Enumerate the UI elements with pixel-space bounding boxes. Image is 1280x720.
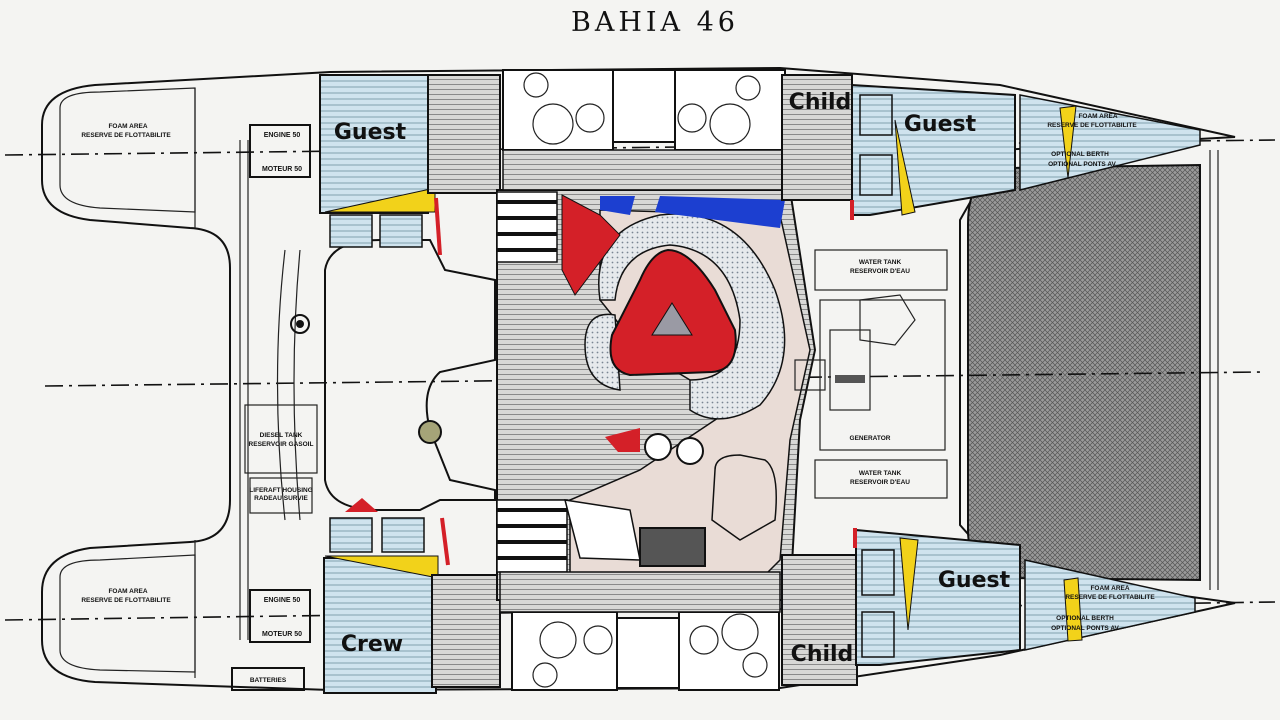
batteries-label: BATTERIES (250, 677, 287, 684)
child-cabin-port (781, 74, 853, 201)
engine-top-box (249, 124, 311, 178)
water-tank-bottom-box (814, 459, 948, 499)
foam-area-top-label-fr: RESERVE DE FLOTTABILITE (81, 132, 171, 139)
cabin-label-crew: Crew (341, 632, 403, 657)
generator-label: GENERATOR (850, 435, 891, 442)
table-insert (651, 302, 693, 336)
optional-berth-top-label: OPTIONAL BERTH (1051, 151, 1109, 158)
engine-top-label: ENGINE 50 (264, 132, 301, 139)
guest-cabin-port-aft (319, 74, 429, 214)
engine-bottom-label-fr: MOTEUR 50 (262, 631, 302, 638)
foam-area-top-label: FOAM AREA (108, 123, 147, 130)
foam-fwd-top-label: FOAM AREA (1078, 113, 1117, 120)
water-tank-bottom-label: WATER TANK (859, 470, 902, 477)
diesel-tank-box (244, 404, 318, 474)
water-tank-top-box (814, 249, 948, 291)
dinette-settee (598, 213, 786, 420)
water-tank-bottom-label-fr: RESERVOIR D'EAU (850, 479, 910, 486)
cabin-label-guest-port-fwd: Guest (904, 112, 977, 137)
diesel-tank-label: DIESEL TANK (260, 432, 303, 439)
red-seat (561, 194, 621, 296)
engine-top-label-fr: MOTEUR 50 (262, 166, 302, 173)
optional-berth-top-label-fr: OPTIONAL PONTS AV (1048, 161, 1116, 168)
plan-title: BAHIA 46 (571, 7, 739, 38)
winch-port (290, 314, 310, 334)
cabin-label-guest-stbd-fwd: Guest (938, 568, 1011, 593)
winch-center (418, 420, 442, 444)
liferaft-label-fr: RADEAU SURVIE (254, 495, 308, 502)
batteries-box (231, 667, 305, 691)
cabin-label-child-port: Child (789, 90, 852, 115)
optional-berth-bottom-label: OPTIONAL BERTH (1056, 615, 1114, 622)
water-tank-top-label: WATER TANK (859, 259, 902, 266)
galley-sink (639, 527, 706, 567)
child-cabin-stbd (781, 554, 858, 686)
yellow-step-bottom (324, 555, 439, 579)
companion-steps-top (496, 191, 558, 263)
foam-area-bottom-label-fr: RESERVE DE FLOTTABILITE (81, 597, 171, 604)
cabin-label-guest-port-aft: Guest (334, 120, 407, 145)
engine-bottom-box (249, 589, 311, 643)
trampoline-net (967, 163, 1201, 582)
foam-fwd-bottom-label-fr: RESERVE DE FLOTTABILITE (1065, 594, 1155, 601)
heads-bottom (499, 571, 781, 691)
optional-berth-bottom-label-fr: OPTIONAL PONTS AV (1051, 625, 1119, 632)
crew-cabin (323, 557, 437, 694)
engine-bottom-label: ENGINE 50 (264, 597, 301, 604)
water-tank-top-label-fr: RESERVOIR D'EAU (850, 268, 910, 275)
diesel-tank-label-fr: RESERVOIR GASOIL (249, 441, 314, 448)
foam-fwd-bottom-label: FOAM AREA (1090, 585, 1129, 592)
blue-cushion-left (600, 196, 635, 215)
liferaft-label: LIFERAFT HOUSING (249, 487, 313, 494)
blue-cushion-right (655, 196, 785, 228)
guest-cabin-stbd-fwd (855, 528, 1021, 666)
heads-top (502, 69, 786, 191)
cockpit-outline (324, 239, 496, 511)
foam-area-bottom-label: FOAM AREA (108, 588, 147, 595)
companion-steps-bottom (496, 499, 568, 573)
cabin-label-child-stbd: Child (791, 642, 854, 667)
foam-fwd-top-label-fr: RESERVE DE FLOTTABILITE (1047, 122, 1137, 129)
hull-outline (41, 66, 1236, 692)
